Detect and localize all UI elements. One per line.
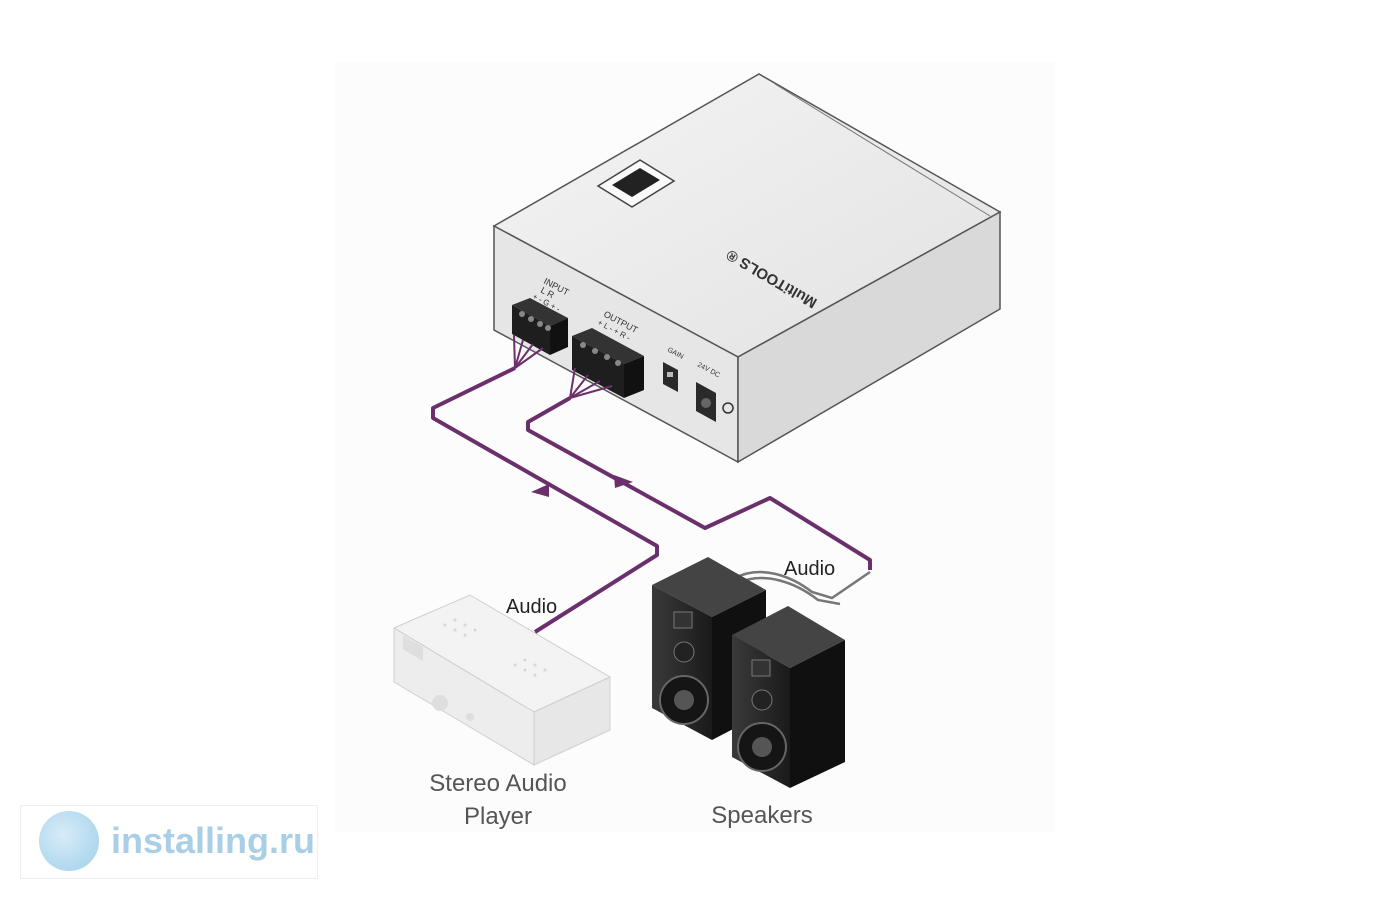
kramer-logo (596, 159, 676, 208)
device-side-panel (737, 210, 1001, 464)
output-audio-cable (526, 396, 872, 570)
player-cable-label: Audio (506, 596, 558, 618)
input-audio-cable (431, 366, 659, 634)
watermark-logo-icon (39, 811, 99, 871)
gain-switch[interactable] (663, 362, 678, 392)
watermark: installing.ru (20, 805, 318, 879)
player-label: Stereo Audio Player (400, 767, 596, 833)
speakers (652, 557, 871, 788)
player-label-line2: Player (463, 803, 533, 830)
speakers-label: Speakers (711, 802, 813, 829)
watermark-text: installing.ru (111, 820, 316, 861)
device-top-ridge (774, 83, 991, 217)
output-direction-arrow (614, 475, 633, 488)
output-terminal-block[interactable] (572, 328, 644, 398)
speaker-cable-label: Audio (784, 558, 836, 580)
right-speaker (732, 606, 845, 788)
input-direction-arrow (531, 484, 549, 497)
audio-cables (431, 334, 872, 634)
power-connector[interactable] (696, 382, 734, 422)
player-label-line1: Stereo Audio (429, 770, 567, 797)
input-terminal-block[interactable] (512, 298, 568, 355)
multitools-device: MultiTOOLS ® INPUT L R + - G + - OUTPUT … (492, 73, 1002, 464)
stereo-audio-player (392, 594, 612, 766)
